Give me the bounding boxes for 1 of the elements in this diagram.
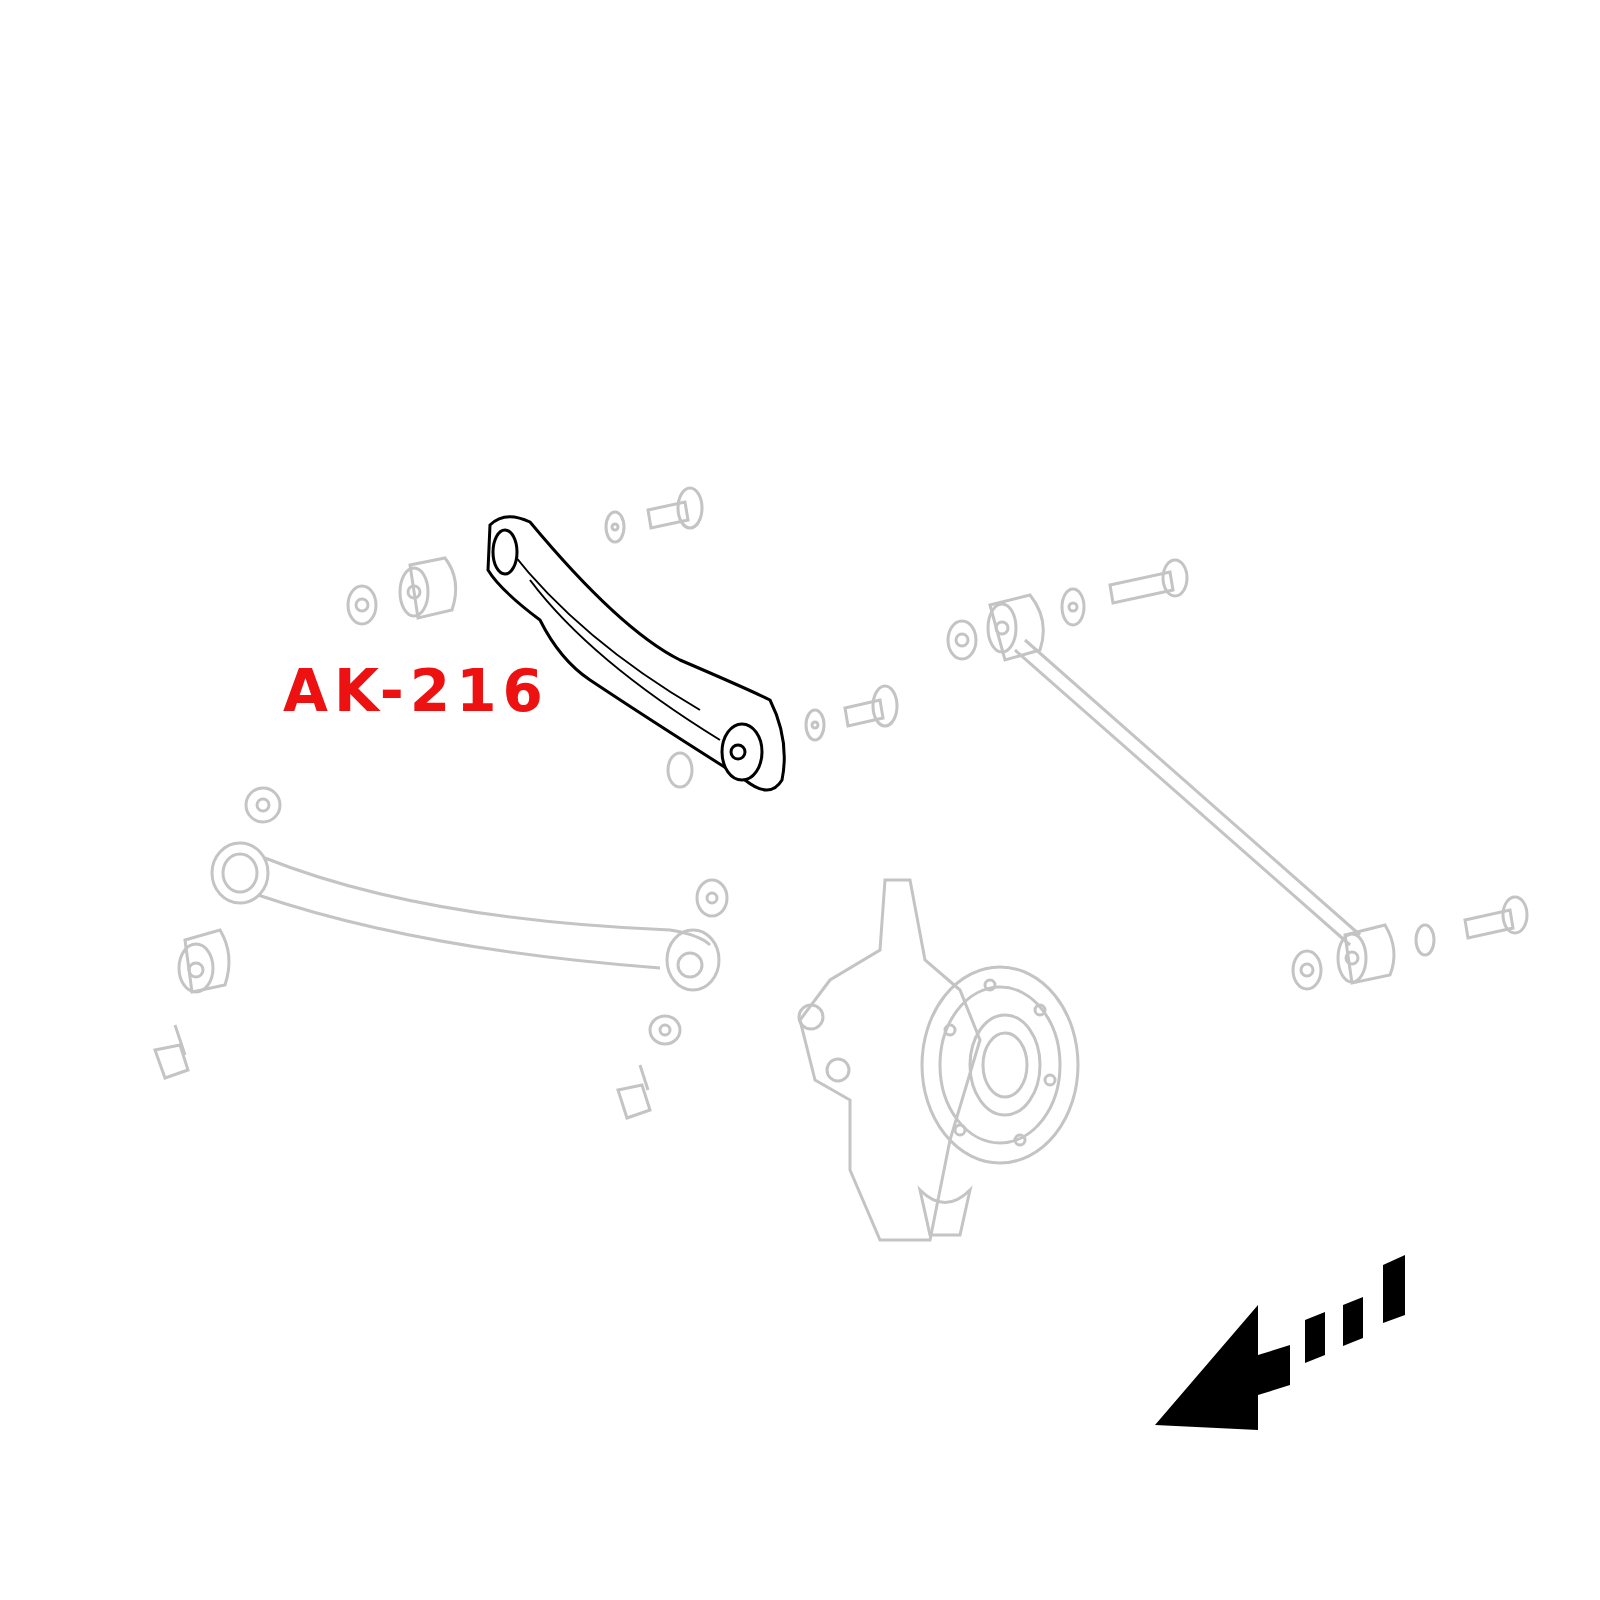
part-number: AK-216 bbox=[283, 662, 549, 720]
